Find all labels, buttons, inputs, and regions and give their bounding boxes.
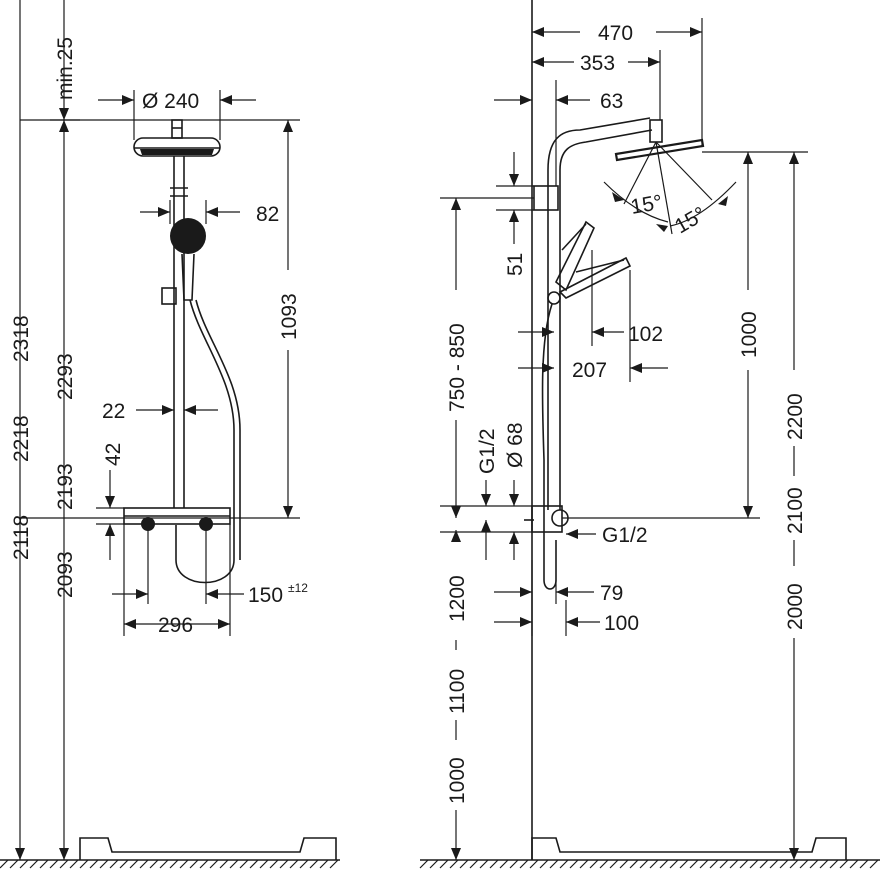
- dim-102: 102: [628, 323, 663, 346]
- dim-2118: 2118: [10, 515, 33, 560]
- dim-d240: Ø 240: [142, 90, 199, 113]
- overhead-shower-tilted: [614, 119, 705, 162]
- shower-tray-left: [79, 837, 337, 860]
- thermostat-mixer-right: [524, 505, 569, 533]
- dim-d68: Ø 68: [504, 422, 527, 468]
- dim-42: 42: [102, 443, 125, 466]
- thermostat-mixer: [123, 507, 231, 531]
- dim-2293: 2293: [54, 353, 77, 400]
- dim-2218: 2218: [10, 415, 33, 462]
- hand-shower: [161, 218, 206, 305]
- dim-353: 353: [580, 52, 615, 75]
- dim-2093: 2093: [54, 551, 77, 598]
- shower-hose: [175, 299, 235, 584]
- riser-with-arm: [533, 117, 653, 510]
- dim-82: 82: [256, 203, 279, 226]
- dim-2000: 2000: [784, 583, 807, 630]
- dim-min25: min.25: [54, 37, 77, 100]
- dim-470: 470: [598, 22, 633, 45]
- dim-1000: 1000: [446, 757, 469, 804]
- dim-2193: 2193: [54, 463, 77, 510]
- hand-shower-right: [554, 220, 632, 299]
- dim-150: 150: [248, 584, 283, 607]
- dim-22: 22: [102, 400, 125, 423]
- riser-pipe: [170, 156, 188, 508]
- dim-1000-top: 1000: [738, 311, 761, 358]
- floor-hatch-right: [419, 859, 880, 869]
- dim-2318: 2318: [10, 315, 33, 362]
- left-view: min.25 Ø 240 82 1093 22 42 150 ±12 296 2…: [0, 0, 340, 869]
- dim-2200: 2200: [784, 393, 807, 440]
- dim-51: 51: [504, 253, 527, 276]
- dim-79: 79: [600, 582, 623, 605]
- dim-2100: 2100: [784, 487, 807, 534]
- dim-15-deg-b: 15°: [671, 203, 710, 239]
- dim-150-tolerance: ±12: [288, 581, 308, 595]
- dim-750-850: 750 - 850: [446, 323, 469, 412]
- right-view: 470 353 63 15° 15° 51 750 - 850 102 207 …: [419, 0, 880, 869]
- dim-1200: 1200: [446, 575, 469, 622]
- dim-207: 207: [572, 359, 607, 382]
- shower-hose-right: [541, 303, 557, 590]
- dim-1093: 1093: [278, 293, 301, 340]
- shower-tray-right: [531, 837, 847, 860]
- dim-15-deg-a: 15°: [629, 191, 664, 219]
- floor-hatch-left: [0, 859, 340, 869]
- dim-100: 100: [604, 612, 639, 635]
- dim-g12-a: G1/2: [476, 428, 499, 474]
- overhead-shower: [133, 119, 221, 157]
- dim-63: 63: [600, 90, 623, 113]
- dim-1100: 1100: [446, 669, 469, 714]
- dim-g12-b: G1/2: [602, 524, 648, 547]
- dim-296: 296: [158, 614, 193, 637]
